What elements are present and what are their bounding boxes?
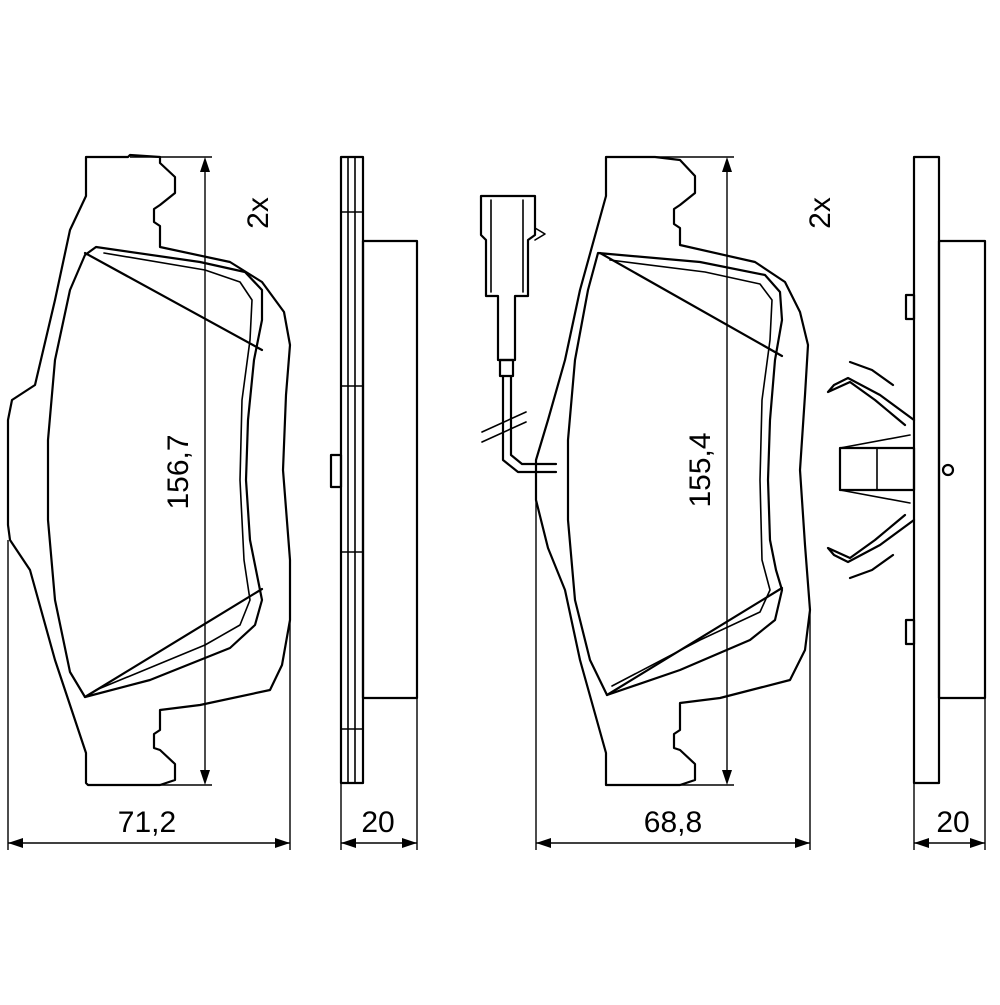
wear-sensor-connector (479, 194, 537, 362)
left-height-arrow-bottom (200, 770, 210, 785)
left-pad-side-friction-block (361, 239, 419, 700)
right-pad-side-hole (941, 463, 955, 477)
right-pad-spring-clip (848, 553, 895, 580)
right-pad-height-label: 155,4 (684, 432, 717, 507)
right-pad-side-view (826, 155, 987, 785)
wear-sensor-break-mark (481, 421, 527, 443)
right-pad-inner-edge (609, 259, 773, 687)
right-pad-thickness-label: 20 (936, 806, 969, 839)
left-height-arrow-top (200, 157, 210, 172)
left-pad-width-label: 71,2 (118, 806, 176, 839)
right-height-arrow-top (722, 157, 732, 172)
left-width-arrow-left (8, 838, 23, 848)
right-pad-clip-arm (839, 434, 911, 449)
right-height-arrow-bottom (722, 770, 732, 785)
dimensions (7, 156, 986, 850)
left-pad-side-backing-plate (339, 155, 365, 785)
right-pad-clip-arm (839, 489, 911, 504)
left-thickness-arrow-right (402, 838, 417, 848)
right-thickness-arrow-left (914, 838, 929, 848)
left-pad-bottom-chamfer (83, 587, 264, 699)
left-pad-quantity-label: 2x (242, 197, 275, 229)
right-pad-backing-plate (534, 155, 812, 787)
right-pad-bottom-chamfer (605, 586, 784, 697)
wear-sensor-cable (501, 374, 558, 474)
wear-sensor (479, 194, 558, 474)
right-pad-quantity-label: 2x (804, 197, 837, 229)
right-pad-front-view (534, 155, 812, 787)
right-pad-friction-lining (566, 251, 784, 697)
right-pad-width-label: 68,8 (644, 806, 702, 839)
left-pad-thickness-label: 20 (361, 806, 394, 839)
right-pad-side-backing-plate (912, 155, 941, 785)
left-thickness-arrow-left (341, 838, 356, 848)
left-pad-friction-lining (46, 245, 264, 699)
right-thickness-arrow-right (970, 838, 985, 848)
right-pad-spring-clip (826, 513, 916, 564)
wear-sensor-cable (509, 374, 558, 466)
left-pad-side-view (329, 155, 419, 785)
right-width-arrow-right (795, 838, 810, 848)
right-width-arrow-left (536, 838, 551, 848)
wear-sensor-clip (534, 227, 546, 241)
right-pad-spring-clip (848, 360, 895, 387)
left-pad-inner-edge (95, 252, 253, 691)
left-pad-side-pin (329, 453, 343, 489)
wear-sensor-grommet (498, 358, 515, 378)
left-pad-height-label: 156,7 (162, 434, 195, 509)
left-pad-front-view (6, 153, 292, 787)
right-pad-side-friction-block (937, 239, 987, 700)
left-width-arrow-right (275, 838, 290, 848)
right-pad-side-tab (904, 293, 916, 321)
right-pad-spring-clip (826, 376, 916, 427)
left-pad-top-chamfer (83, 251, 264, 352)
wear-sensor-break-mark (481, 411, 527, 433)
right-pad-top-chamfer (598, 251, 784, 358)
right-pad-side-tab (904, 618, 916, 646)
left-pad-backing-plate (6, 153, 292, 787)
